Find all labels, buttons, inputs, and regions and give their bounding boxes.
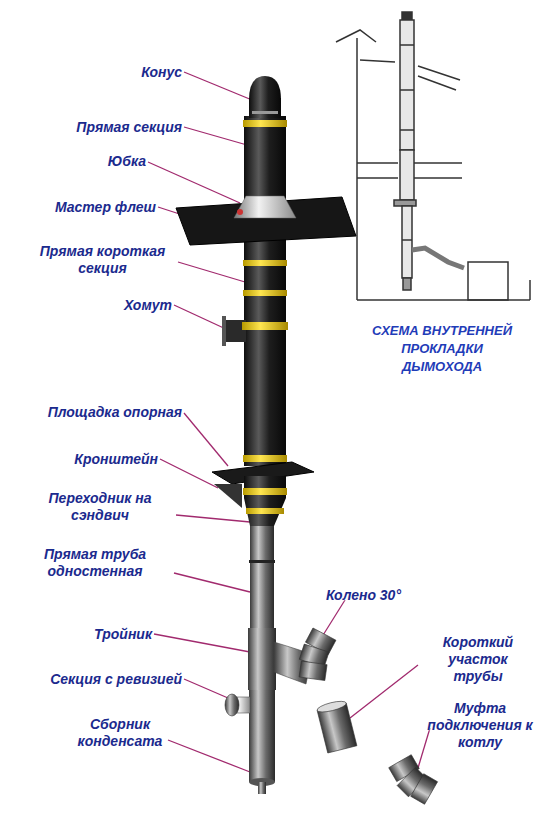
schema-title: СХЕМА ВНУТРЕННЕЙ ПРОКЛАДКИ ДЫМОХОДА [362, 322, 522, 376]
leader-line [176, 515, 250, 522]
schematic-pipe [400, 20, 414, 150]
chimney-assembly [176, 76, 356, 794]
single-wall-pipe [250, 526, 274, 630]
part-label: Юбка [90, 153, 146, 170]
condensate-collector [249, 720, 275, 782]
schematic-pipe [400, 150, 414, 200]
part-label: Конус [100, 64, 182, 81]
cone-cap [252, 111, 278, 114]
skirt [234, 196, 296, 218]
pipe-joint [400, 89, 414, 91]
sandwich-adapter [244, 498, 286, 526]
part-label: Прямая труба одностенная [15, 546, 175, 580]
floor-line [529, 280, 531, 300]
leader-line [160, 459, 218, 488]
ceiling-line [357, 162, 398, 164]
leader-line [174, 305, 228, 330]
condensate-nozzle [258, 782, 266, 794]
roof-line [360, 60, 395, 62]
joint-band [243, 120, 287, 127]
leader-line [184, 413, 228, 466]
sandwich-pipe [244, 294, 286, 466]
schematic-connector [412, 248, 464, 268]
joint-band [243, 260, 287, 266]
joint-band [243, 455, 287, 462]
leader-lines [148, 72, 430, 772]
part-label: Муфта подключения к котлу [420, 700, 540, 751]
part-label: Прямая короткая секция [30, 243, 175, 277]
leader-line [168, 740, 250, 772]
support-bracket [214, 484, 242, 508]
sandwich-pipe [244, 476, 286, 498]
part-label: Сборник конденсата [70, 716, 170, 750]
sandwich-pipe [244, 238, 286, 296]
short-pipe [316, 699, 357, 753]
ceiling-line [357, 177, 398, 179]
pipe-joint [400, 129, 414, 131]
roof-ridge [336, 30, 376, 42]
leader-line [174, 573, 250, 592]
pipe-joint [249, 560, 275, 563]
leader-line [184, 127, 247, 145]
schematic-collector [403, 278, 411, 290]
roof-flashing [176, 197, 356, 245]
cone-cap [249, 98, 281, 118]
skirt-mark [237, 209, 243, 215]
revision-hatch [225, 694, 239, 716]
leader-line [154, 634, 250, 652]
boiler-box [468, 262, 508, 300]
cone-cap [249, 76, 281, 100]
clamp-band [242, 322, 288, 330]
leader-line [184, 679, 228, 698]
part-label: Короткий участок трубы [422, 634, 534, 685]
joint-band [243, 488, 287, 495]
part-label: Тройник [70, 626, 152, 643]
part-label: Хомут [110, 297, 172, 314]
tee [248, 628, 276, 690]
leader-line [178, 262, 245, 282]
short-pipe-rim [316, 699, 347, 714]
schematic-pipe [402, 206, 412, 278]
joint-band [246, 508, 284, 514]
schematic-support [394, 200, 416, 206]
part-label: Переходник на сэндвич [25, 490, 175, 524]
roof-line [418, 76, 456, 90]
elbow-segment [299, 661, 327, 680]
elbow-30 [290, 628, 344, 688]
clamp-bracket [222, 316, 226, 346]
part-label: Мастер флеш [20, 199, 156, 216]
leader-line [148, 162, 240, 203]
pipe-joint [400, 44, 414, 46]
ceiling-line [414, 162, 462, 164]
schematic-cone [402, 12, 412, 20]
installation-schematic [336, 12, 530, 300]
leader-line [184, 72, 252, 100]
leader-line [350, 665, 418, 718]
part-label: Секция с ревизией [10, 671, 182, 688]
pipe-joint [402, 239, 412, 241]
part-label: Площадка опорная [10, 404, 182, 421]
joint-band [243, 290, 287, 296]
coupling-segment [411, 774, 438, 805]
part-label: Кронштейн [60, 451, 158, 468]
boiler-coupling [387, 750, 444, 811]
ceiling-line [414, 177, 462, 179]
revision-section [249, 690, 275, 720]
part-label: Колено 30° [326, 587, 426, 604]
leader-line [418, 728, 430, 768]
wall-line [356, 38, 358, 300]
exploded-parts [290, 628, 445, 812]
part-label: Прямая секция [10, 119, 182, 136]
